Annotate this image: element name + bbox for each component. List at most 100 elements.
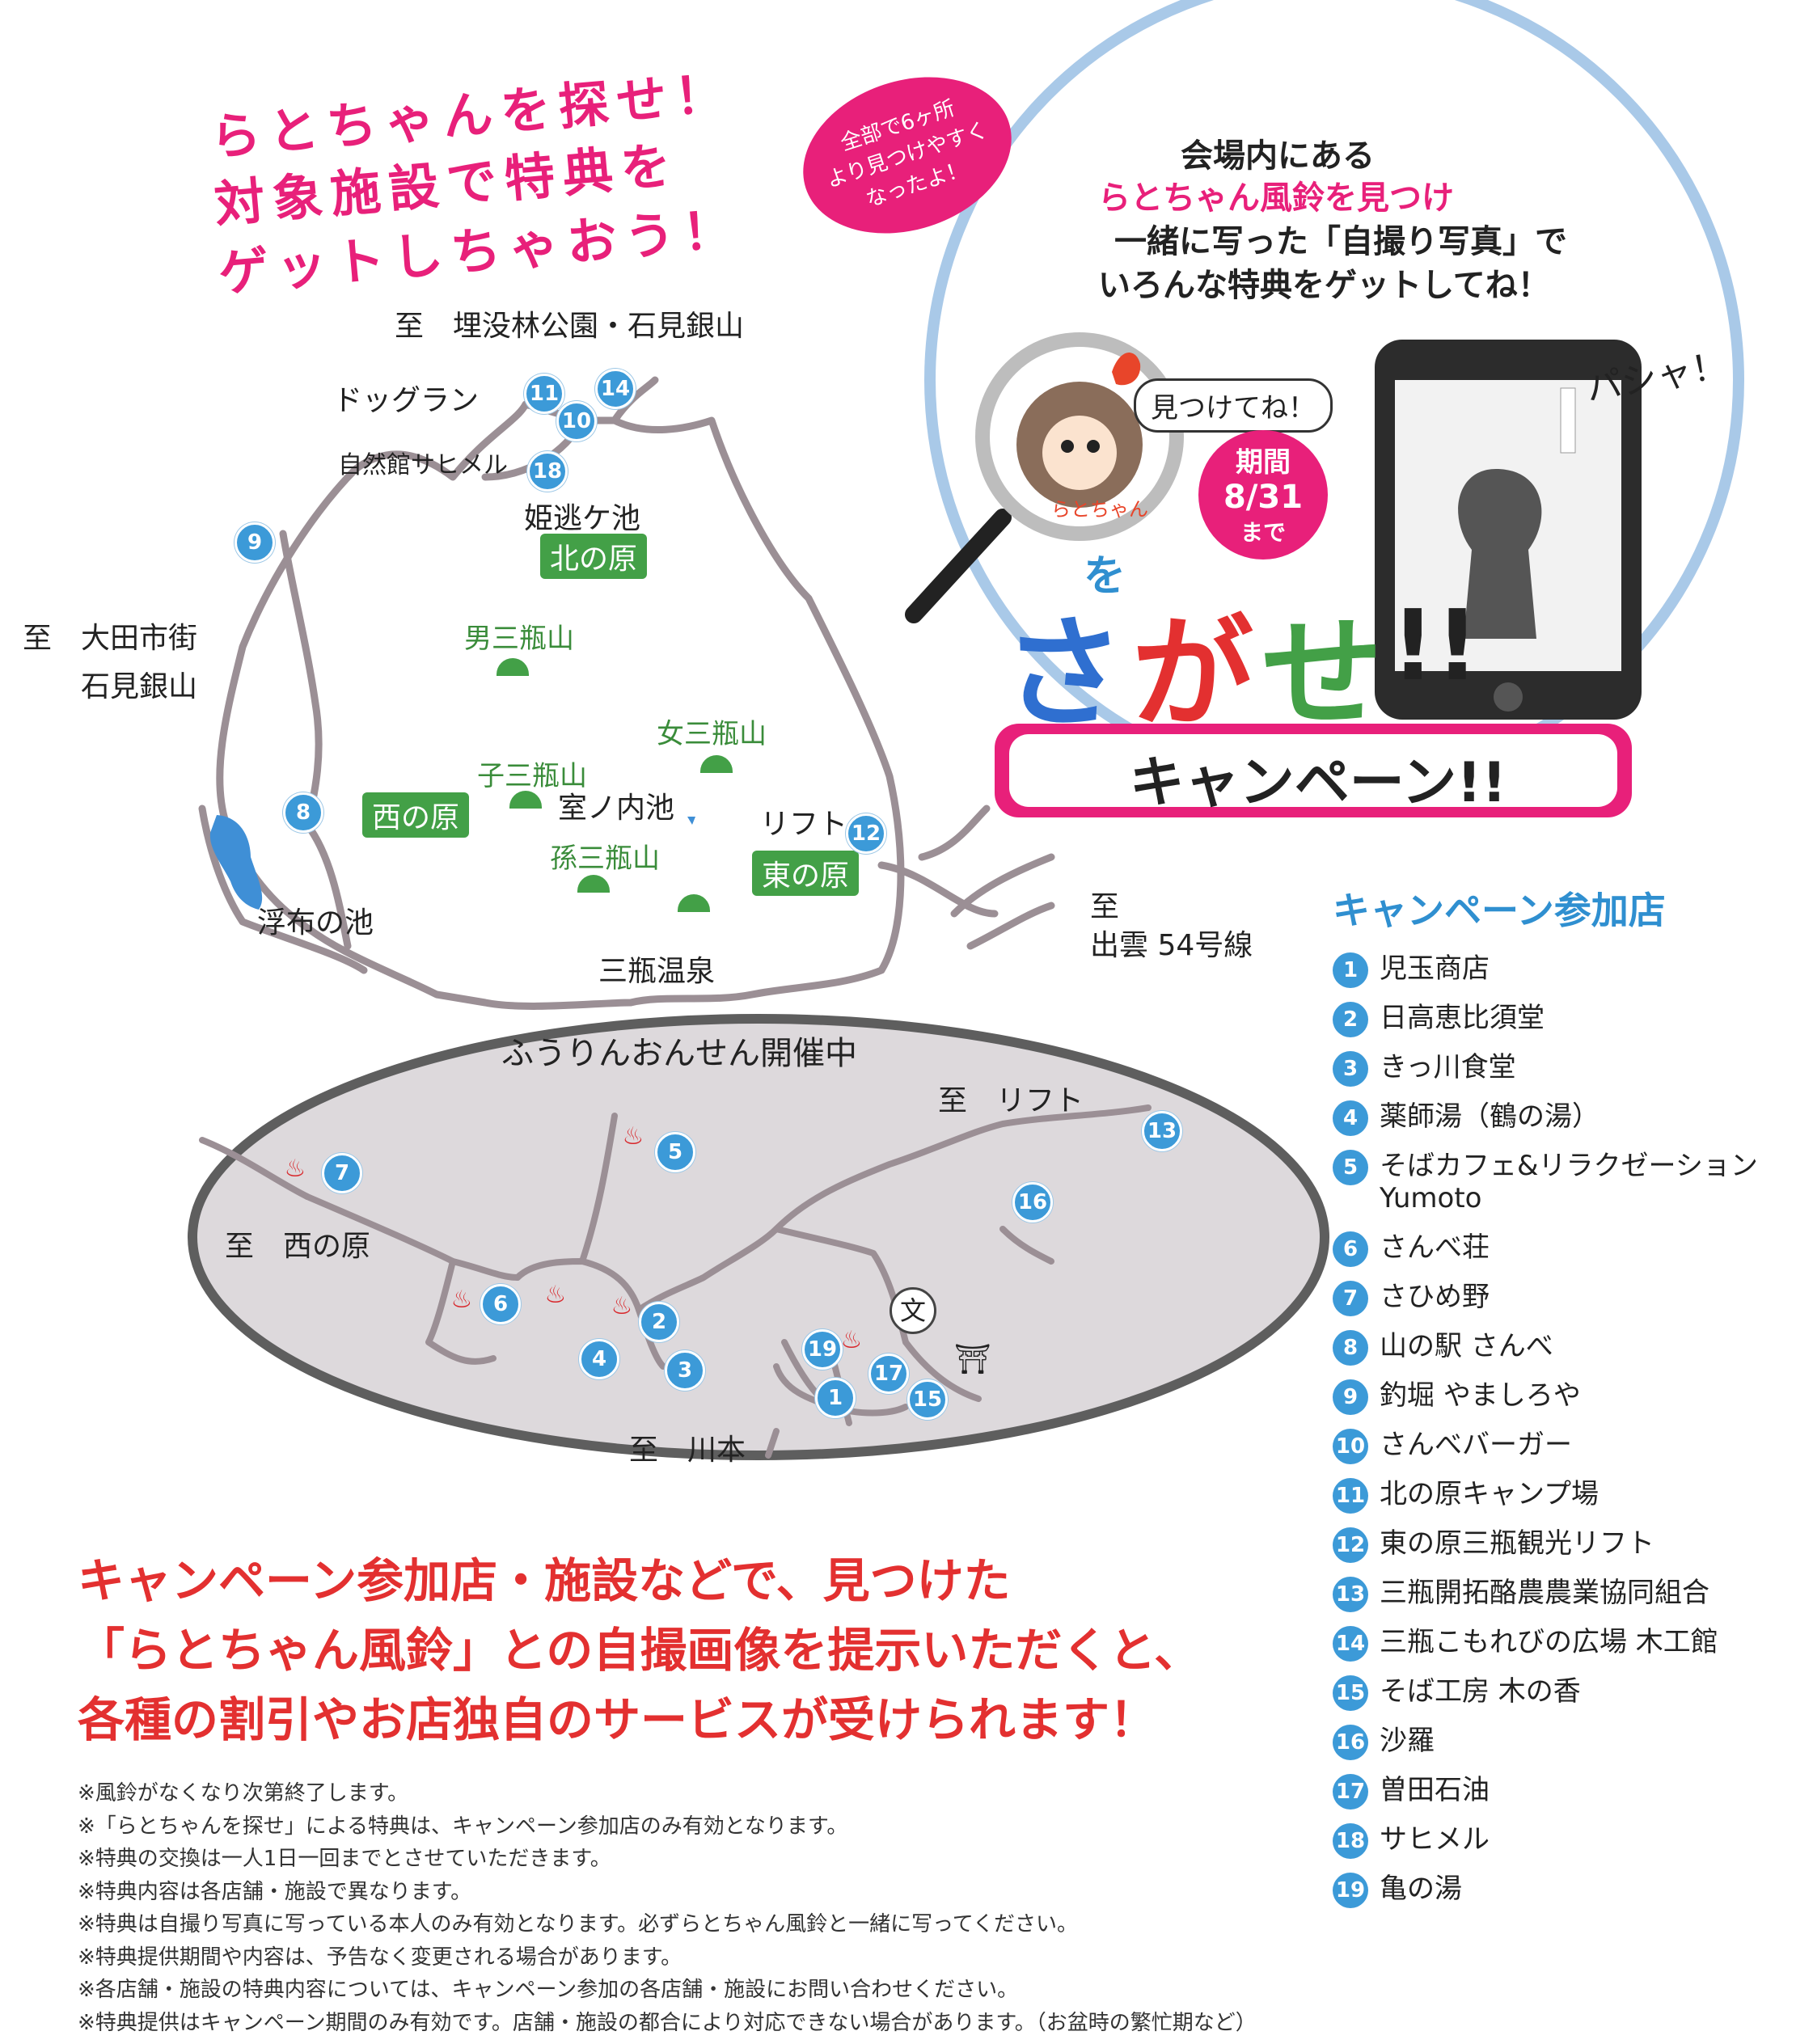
map-pin[interactable]: 8 — [283, 792, 323, 833]
legend-number: 4 — [1333, 1100, 1368, 1136]
legend-name: サヒメル — [1380, 1823, 1490, 1856]
legend-name: そば工房 木の香 — [1380, 1675, 1581, 1708]
legend-name: 山の駅 さんべ — [1380, 1330, 1553, 1362]
map-pin[interactable]: 3 — [665, 1350, 705, 1391]
main-text-line: 「らとちゃん風鈴」との自撮画像を提示いただくと、 — [78, 1623, 1202, 1678]
legend-name: 曽田石油 — [1380, 1774, 1490, 1806]
title-char: が — [1132, 604, 1254, 745]
hot-spring-icon: ♨ — [450, 1286, 473, 1314]
legend-item[interactable]: 13 三瓶開拓酪農農業協同組合 — [1333, 1577, 1785, 1626]
inset-to-nishinohara: 至 西の原 — [225, 1230, 371, 1263]
legend-number: 16 — [1333, 1725, 1368, 1760]
mountain-icon — [509, 791, 542, 809]
legend-number: 13 — [1333, 1577, 1368, 1612]
legend-number: 14 — [1333, 1626, 1368, 1662]
inset-to-kawamoto: 至 川本 — [629, 1434, 746, 1467]
legend-name: さひめ野 — [1380, 1281, 1490, 1313]
legend-name: 沙羅 — [1380, 1725, 1435, 1757]
map-pin[interactable]: 12 — [846, 813, 886, 854]
note-line: ※特典提供期間や内容は、予告なく変更される場合があります。 — [78, 1945, 682, 1970]
inset-title: ふうりんおんせん開催中 — [501, 1035, 857, 1072]
legend-item[interactable]: 6 さんべ荘 — [1333, 1231, 1785, 1281]
magnifier-illustration — [905, 332, 1184, 623]
hot-spring-icon: ♨ — [284, 1155, 306, 1183]
map-pin[interactable]: 1 — [815, 1378, 856, 1418]
legend-item[interactable]: 16 沙羅 — [1333, 1725, 1785, 1774]
title-char: !! — [1391, 590, 1480, 703]
map-pin[interactable]: 13 — [1142, 1111, 1182, 1151]
place-ukinuno: 浮布の池 — [257, 906, 374, 940]
legend-name: 薬師湯（鶴の湯） — [1380, 1100, 1599, 1133]
note-line: ※各店舗・施設の特典内容については、キャンペーン参加の各店舗・施設にお問い合わせ… — [78, 1978, 1019, 2002]
mountain-onna: 女三瓶山 — [657, 718, 767, 750]
map-pin[interactable]: 6 — [480, 1284, 521, 1324]
mountain-otoko: 男三瓶山 — [464, 623, 574, 655]
legend-item[interactable]: 7 さひめ野 — [1333, 1281, 1785, 1330]
legend-item[interactable]: 14 三瓶こもれびの広場 木工館 — [1333, 1626, 1785, 1675]
campaign-panel-line: 会場内にある — [1181, 137, 1375, 175]
mountain-mago: 孫三瓶山 — [550, 843, 660, 875]
legend-name: 三瓶開拓酪農農業協同組合 — [1380, 1577, 1709, 1609]
period-suffix: まで — [1240, 519, 1286, 546]
map-pin[interactable]: 2 — [639, 1302, 679, 1342]
map-pin[interactable]: 18 — [527, 451, 568, 492]
map-pin[interactable]: 9 — [235, 522, 275, 563]
mountain-icon — [700, 755, 733, 773]
title-char: さ — [1003, 604, 1125, 745]
direction-east-line2: 出雲 54号線 — [1090, 929, 1253, 962]
direction-west-line1: 至 大田市街 — [23, 622, 198, 655]
mountain-icon — [497, 658, 529, 676]
map-pin[interactable]: 19 — [802, 1329, 843, 1370]
legend-name: 釣堀 やましろや — [1380, 1379, 1581, 1412]
map-pin[interactable]: 7 — [322, 1153, 362, 1193]
legend-number: 19 — [1333, 1873, 1368, 1908]
legend-number: 11 — [1333, 1478, 1368, 1514]
legend-name: さんべ荘 — [1380, 1231, 1490, 1264]
inset-to-lift: 至 リフト — [938, 1084, 1084, 1117]
note-line: ※「らとちゃんを探せ」による特典は、キャンペーン参加店のみ有効となります。 — [78, 1814, 848, 1839]
legend-name: 日高恵比須堂 — [1380, 1002, 1545, 1034]
area-nishinohara: 西の原 — [362, 792, 470, 838]
map-pin[interactable]: 16 — [1012, 1182, 1053, 1223]
speech-bubble: 見つけてね！ — [1134, 378, 1333, 433]
map-pin[interactable]: 10 — [556, 401, 597, 441]
legend-number: 12 — [1333, 1527, 1368, 1563]
legend-number: 7 — [1333, 1281, 1368, 1316]
map-pin[interactable]: 5 — [655, 1132, 695, 1172]
note-line: ※特典の交換は一人1日一回までとさせていただきます。 — [78, 1847, 611, 1871]
legend-name: 三瓶こもれびの広場 木工館 — [1380, 1626, 1718, 1658]
legend-item[interactable]: 4 薬師湯（鶴の湯） — [1333, 1100, 1785, 1150]
legend-number: 10 — [1333, 1429, 1368, 1464]
hot-spring-icon: ♨ — [622, 1122, 644, 1151]
legend-title: キャンペーン参加店 — [1333, 889, 1666, 932]
map-pin[interactable]: 17 — [868, 1354, 909, 1394]
map-pin[interactable]: 11 — [524, 374, 564, 414]
legend-number: 3 — [1333, 1051, 1368, 1087]
title-particle: を — [1084, 552, 1126, 601]
main-text-line: 各種の割引やお店独自のサービスが受けられます！ — [78, 1692, 1157, 1747]
hot-spring-icon: ♨ — [544, 1281, 567, 1309]
campaign-panel-line: いろんな特典をゲットしてね！ — [1098, 267, 1550, 304]
shrine-icon: ⛩ — [954, 1343, 991, 1376]
direction-west-line2: 石見銀山 — [81, 670, 198, 703]
legend-number: 6 — [1333, 1231, 1368, 1267]
map-pin[interactable]: 4 — [579, 1339, 619, 1379]
period-badge: 期間 8/31 まで — [1198, 430, 1328, 560]
map-pin[interactable]: 14 — [595, 369, 636, 409]
speech-text: 見つけてね！ — [1151, 392, 1316, 424]
map-pin[interactable]: 15 — [907, 1379, 948, 1420]
